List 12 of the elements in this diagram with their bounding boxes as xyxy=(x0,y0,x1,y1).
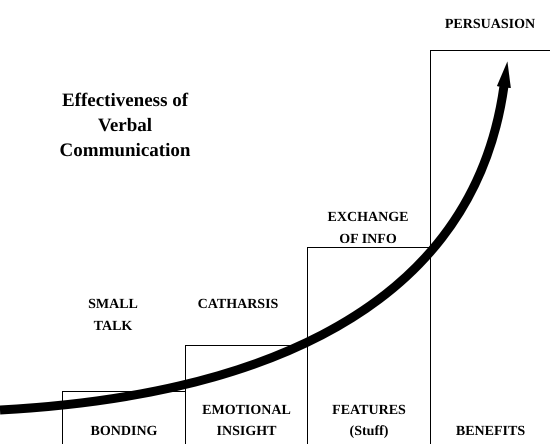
step-bar xyxy=(430,50,550,444)
step-bar xyxy=(307,247,430,444)
step-label: EMOTIONAL INSIGHT xyxy=(201,402,292,441)
stage-label: SMALL TALK xyxy=(87,296,139,336)
stage-label: EXCHANGE OF INFO xyxy=(326,209,410,249)
stage-label: CATHARSIS xyxy=(196,296,280,314)
step-bar xyxy=(62,391,185,444)
step-label: FEATURES (Stuff) xyxy=(331,402,407,441)
step-label: BONDING xyxy=(90,423,158,441)
title: Effectiveness of Verbal Communication xyxy=(58,89,192,163)
step-label: BENEFITS xyxy=(454,423,526,441)
stage-label: PERSUASION xyxy=(444,16,536,34)
